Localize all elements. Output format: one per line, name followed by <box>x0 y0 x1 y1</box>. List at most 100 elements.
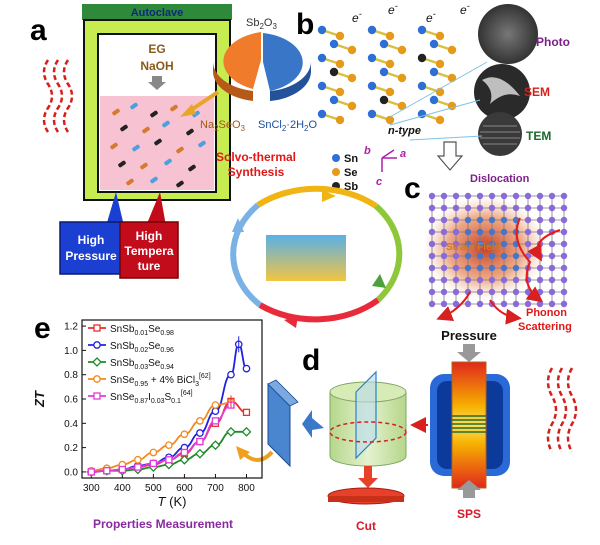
pressure-up-arrow <box>457 480 481 498</box>
se-atom <box>435 59 445 69</box>
cut-disc-side <box>328 496 404 502</box>
lattice-atom <box>512 276 520 284</box>
series-SnSb0.03Se0.94 <box>86 426 252 477</box>
lattice-atom <box>500 252 508 260</box>
x-tick-label: 400 <box>114 483 131 494</box>
lattice-atom <box>452 264 460 272</box>
lattice-atom <box>548 276 556 284</box>
lattice-atom <box>548 216 556 224</box>
data-point <box>196 417 204 425</box>
lattice-atom <box>560 228 568 236</box>
x-tick-label: 700 <box>207 483 224 494</box>
nanoparticle <box>164 158 172 166</box>
crystal-axes <box>381 149 397 172</box>
x-axis-label: T (K) <box>158 494 187 509</box>
axis-a-label: a <box>400 148 406 160</box>
se-atom <box>397 45 407 55</box>
lattice-atom <box>440 288 448 296</box>
se-atom <box>385 31 395 41</box>
data-point <box>210 440 221 451</box>
lattice-atom <box>512 204 520 212</box>
lattice-atom <box>440 300 448 308</box>
lattice-atom <box>428 228 436 236</box>
lattice-atom <box>512 264 520 272</box>
lattice-atom <box>524 192 532 200</box>
y-tick-label: 0.2 <box>64 443 78 454</box>
lattice-atom <box>464 300 472 308</box>
sn-atom <box>379 95 389 105</box>
cycle-arrow-4 <box>232 218 244 232</box>
measure-curve-arrow-head <box>236 446 250 460</box>
arrow-head-icon <box>180 104 196 117</box>
nanoparticle <box>142 126 150 134</box>
se-atom <box>335 115 345 125</box>
lattice-atom <box>524 216 532 224</box>
sps-column <box>451 361 487 489</box>
lattice-atom <box>536 264 544 272</box>
data-point <box>103 467 111 475</box>
y-tick-label: 0.4 <box>64 419 78 430</box>
lattice-atom <box>524 204 532 212</box>
lattice-atom <box>500 240 508 248</box>
dislocation-label: Dislocation <box>470 173 530 185</box>
lattice-atom <box>548 300 556 308</box>
se-atom <box>397 73 407 83</box>
data-point <box>180 430 189 439</box>
lattice-atom <box>560 240 568 248</box>
center-box <box>266 235 346 281</box>
sncl2-label: SnCl2·2H2O <box>258 119 317 133</box>
nanoparticle <box>198 140 206 148</box>
lattice-atom <box>440 276 448 284</box>
lattice-atom <box>560 192 568 200</box>
data-point <box>211 401 220 409</box>
cycle-arrow-3 <box>284 316 298 328</box>
sps-sample-layers <box>452 415 486 433</box>
series-line <box>91 404 232 473</box>
se-atom <box>447 73 457 83</box>
nanoparticle <box>150 176 158 184</box>
phonon-label-2: Scattering <box>518 321 572 333</box>
lattice-atom <box>452 300 460 308</box>
properties-caption: Properties Measurement <box>93 517 233 531</box>
lattice-atom <box>464 264 472 272</box>
nanoparticle <box>154 138 162 146</box>
cut-plane-horizontal <box>329 421 407 443</box>
lattice-atom <box>536 288 544 296</box>
lattice-atom <box>500 300 508 308</box>
lattice-atom <box>440 228 448 236</box>
legend-label: SnSb0.02Se0.96 <box>110 341 174 354</box>
b-to-c-arrow <box>436 141 464 171</box>
lattice-atom <box>428 216 436 224</box>
se-atom <box>435 31 445 41</box>
electron-label-1: e- <box>352 9 362 25</box>
cycle-arrow-1 <box>322 190 336 202</box>
cycle-arrow-2 <box>372 274 386 288</box>
lattice-atom <box>548 252 556 260</box>
phonon-path-1 <box>515 217 544 303</box>
data-point <box>196 429 204 437</box>
cut-plane-vertical <box>355 370 377 460</box>
nanoparticle <box>188 164 196 172</box>
y-tick-label: 1.0 <box>64 346 78 357</box>
high-temp-box <box>119 221 179 279</box>
lattice-atom <box>560 300 568 308</box>
se-atom <box>347 73 357 83</box>
lattice-atom <box>500 288 508 296</box>
lattice-atom <box>500 216 508 224</box>
electron-label-4: e- <box>460 1 470 17</box>
lattice-atom <box>476 288 484 296</box>
down-arrow-icon <box>148 76 166 90</box>
data-point <box>92 357 102 367</box>
lattice-atom <box>464 252 472 260</box>
y-tick-label: 0.8 <box>64 370 78 381</box>
data-point <box>242 364 251 373</box>
nanoparticle <box>118 160 126 168</box>
lattice-atom <box>440 216 448 224</box>
lattice-atom <box>464 228 472 236</box>
x-tick-label: 800 <box>238 483 255 494</box>
lattice-atom <box>452 192 460 200</box>
data-point <box>134 455 142 464</box>
lattice-atom <box>536 216 544 224</box>
sn-atom <box>329 67 339 77</box>
